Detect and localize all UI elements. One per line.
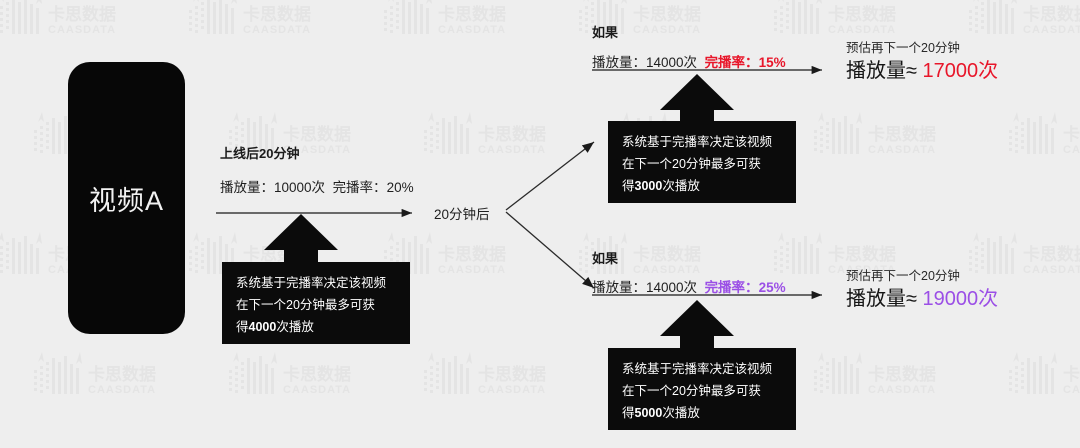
note-line: 得4000次播放 (236, 316, 396, 338)
branch-top-rate-value: 15% (758, 55, 786, 70)
stage1-flow-label: 20分钟后 (434, 207, 490, 222)
note-line: 得5000次播放 (622, 402, 782, 424)
note-box-branch-bottom: 系统基于完播率决定该视频 在下一个20分钟最多可获 得5000次播放 (608, 348, 796, 430)
branch-top-views-value: 14000次 (646, 55, 698, 70)
note-box-stage1: 系统基于完播率决定该视频 在下一个20分钟最多可获 得4000次播放 (222, 262, 410, 344)
branch-top-views-label: 播放量： (592, 55, 646, 70)
stage1-stats: 播放量：10000次 完播率：20% (220, 176, 414, 196)
video-a-phone: 视频A (68, 62, 185, 334)
note-line: 得3000次播放 (622, 175, 782, 197)
note-suffix: 次播放 (662, 179, 700, 193)
note-prefix: 得 (622, 406, 635, 420)
note-line: 在下一个20分钟最多可获 (236, 298, 375, 312)
branch-bottom-stats: 播放量：14000次 完播率：25% (592, 276, 786, 296)
prediction-top-number: 17000次 (922, 60, 999, 82)
branch-top-rate-label: 完播率： (704, 55, 759, 70)
prediction-top-caption: 预估再下一个20分钟 (846, 41, 960, 55)
stage1-rate-label: 完播率： (332, 180, 387, 195)
stage1-rate-value: 20% (386, 180, 414, 195)
note-line: 在下一个20分钟最多可获 (622, 384, 761, 398)
note-line: 系统基于完播率决定该视频 (622, 362, 773, 376)
branch-bottom-condition-label: 如果 (592, 251, 619, 266)
note-value: 3000 (634, 179, 663, 193)
prediction-top-value: 播放量≈ 17000次 (846, 57, 998, 85)
note-suffix: 次播放 (662, 406, 700, 420)
note-prefix: 得 (236, 320, 249, 334)
prediction-bottom-value: 播放量≈ 19000次 (846, 285, 998, 313)
stage1-views-value: 10000次 (274, 180, 326, 195)
prediction-bottom: 预估再下一个20分钟 播放量≈ 19000次 (846, 268, 998, 313)
stage1-views-label: 播放量： (220, 180, 274, 195)
note-line: 在下一个20分钟最多可获 (622, 157, 761, 171)
branch-bottom-rate-value: 25% (758, 280, 786, 295)
prediction-bottom-prefix: 播放量≈ (846, 288, 917, 310)
note-line: 系统基于完播率决定该视频 (622, 135, 773, 149)
prediction-top: 预估再下一个20分钟 播放量≈ 17000次 (846, 40, 998, 85)
note-value: 5000 (634, 406, 663, 420)
branch-bottom-rate-label: 完播率： (704, 280, 759, 295)
note-suffix: 次播放 (276, 320, 314, 334)
note-box-branch-top: 系统基于完播率决定该视频 在下一个20分钟最多可获 得3000次播放 (608, 121, 796, 203)
prediction-bottom-number: 19000次 (922, 288, 999, 310)
stage1-header: 上线后20分钟 (220, 146, 300, 161)
branch-bottom-views-value: 14000次 (646, 280, 698, 295)
note-line: 系统基于完播率决定该视频 (236, 276, 387, 290)
prediction-top-prefix: 播放量≈ (846, 60, 917, 82)
note-value: 4000 (248, 320, 277, 334)
branch-top-condition-label: 如果 (592, 25, 619, 40)
branch-bottom-views-label: 播放量： (592, 280, 646, 295)
video-a-label: 视频A (88, 185, 164, 216)
note-prefix: 得 (622, 179, 635, 193)
branch-top-stats: 播放量：14000次 完播率：15% (592, 51, 786, 71)
prediction-bottom-caption: 预估再下一个20分钟 (846, 269, 960, 283)
